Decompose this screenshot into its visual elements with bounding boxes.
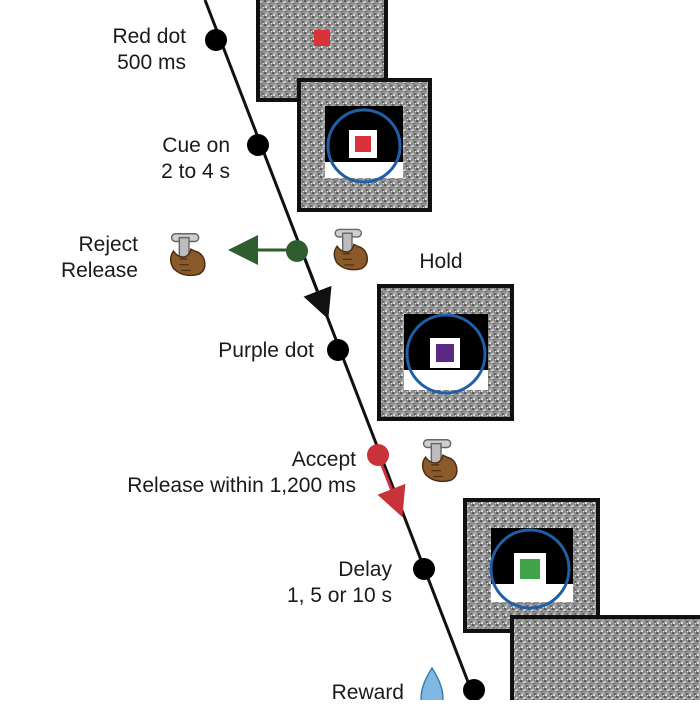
label-red-dot: Red dot 500 ms xyxy=(60,24,186,77)
label-reward-line1: Reward xyxy=(331,681,404,704)
label-accept: Accept Release within 1,200 ms xyxy=(60,447,356,500)
label-accept-line2: Release within 1,200 ms xyxy=(127,474,356,498)
label-red-dot-line2: 500 ms xyxy=(117,51,186,75)
label-cue-on: Cue on 2 to 4 s xyxy=(100,133,230,186)
label-cue-on-line1: Cue on xyxy=(162,134,230,157)
dot-purple-dot xyxy=(327,339,349,361)
dot-reward xyxy=(463,679,485,700)
label-accept-line1: Accept xyxy=(291,448,356,471)
label-cue-on-line2: 2 to 4 s xyxy=(161,160,230,184)
lever-hand-icon-hold xyxy=(333,228,369,271)
label-delay: Delay 1, 5 or 10 s xyxy=(250,557,392,610)
screen-cue-red xyxy=(297,78,432,212)
dot-red-dot xyxy=(205,29,227,51)
screen-cue-purple xyxy=(377,284,514,421)
lever-hand-icon-accept xyxy=(421,439,458,483)
label-reject-line2: Release xyxy=(60,259,138,283)
label-reject-line1: Reject xyxy=(78,233,138,256)
label-hold: Hold xyxy=(396,249,486,275)
label-purple-dot: Purple dot xyxy=(170,338,314,364)
screen-noise-blank xyxy=(510,615,700,700)
screen-cue-green xyxy=(463,498,600,633)
label-reject: Reject Release xyxy=(30,232,138,285)
label-delay-line2: 1, 5 or 10 s xyxy=(286,584,392,608)
label-purple-dot-line1: Purple dot xyxy=(218,339,314,362)
dot-cue-on xyxy=(247,134,269,156)
label-hold-text: Hold xyxy=(419,250,463,273)
label-delay-line1: Delay xyxy=(338,558,392,581)
dot-reject xyxy=(286,240,308,262)
label-red-dot-line1: Red dot xyxy=(112,25,186,48)
water-drop-icon xyxy=(420,666,444,700)
dot-accept xyxy=(367,444,389,466)
label-reward: Reward xyxy=(300,680,404,706)
dot-delay xyxy=(413,558,435,580)
lever-hand-icon-reject xyxy=(169,233,206,277)
